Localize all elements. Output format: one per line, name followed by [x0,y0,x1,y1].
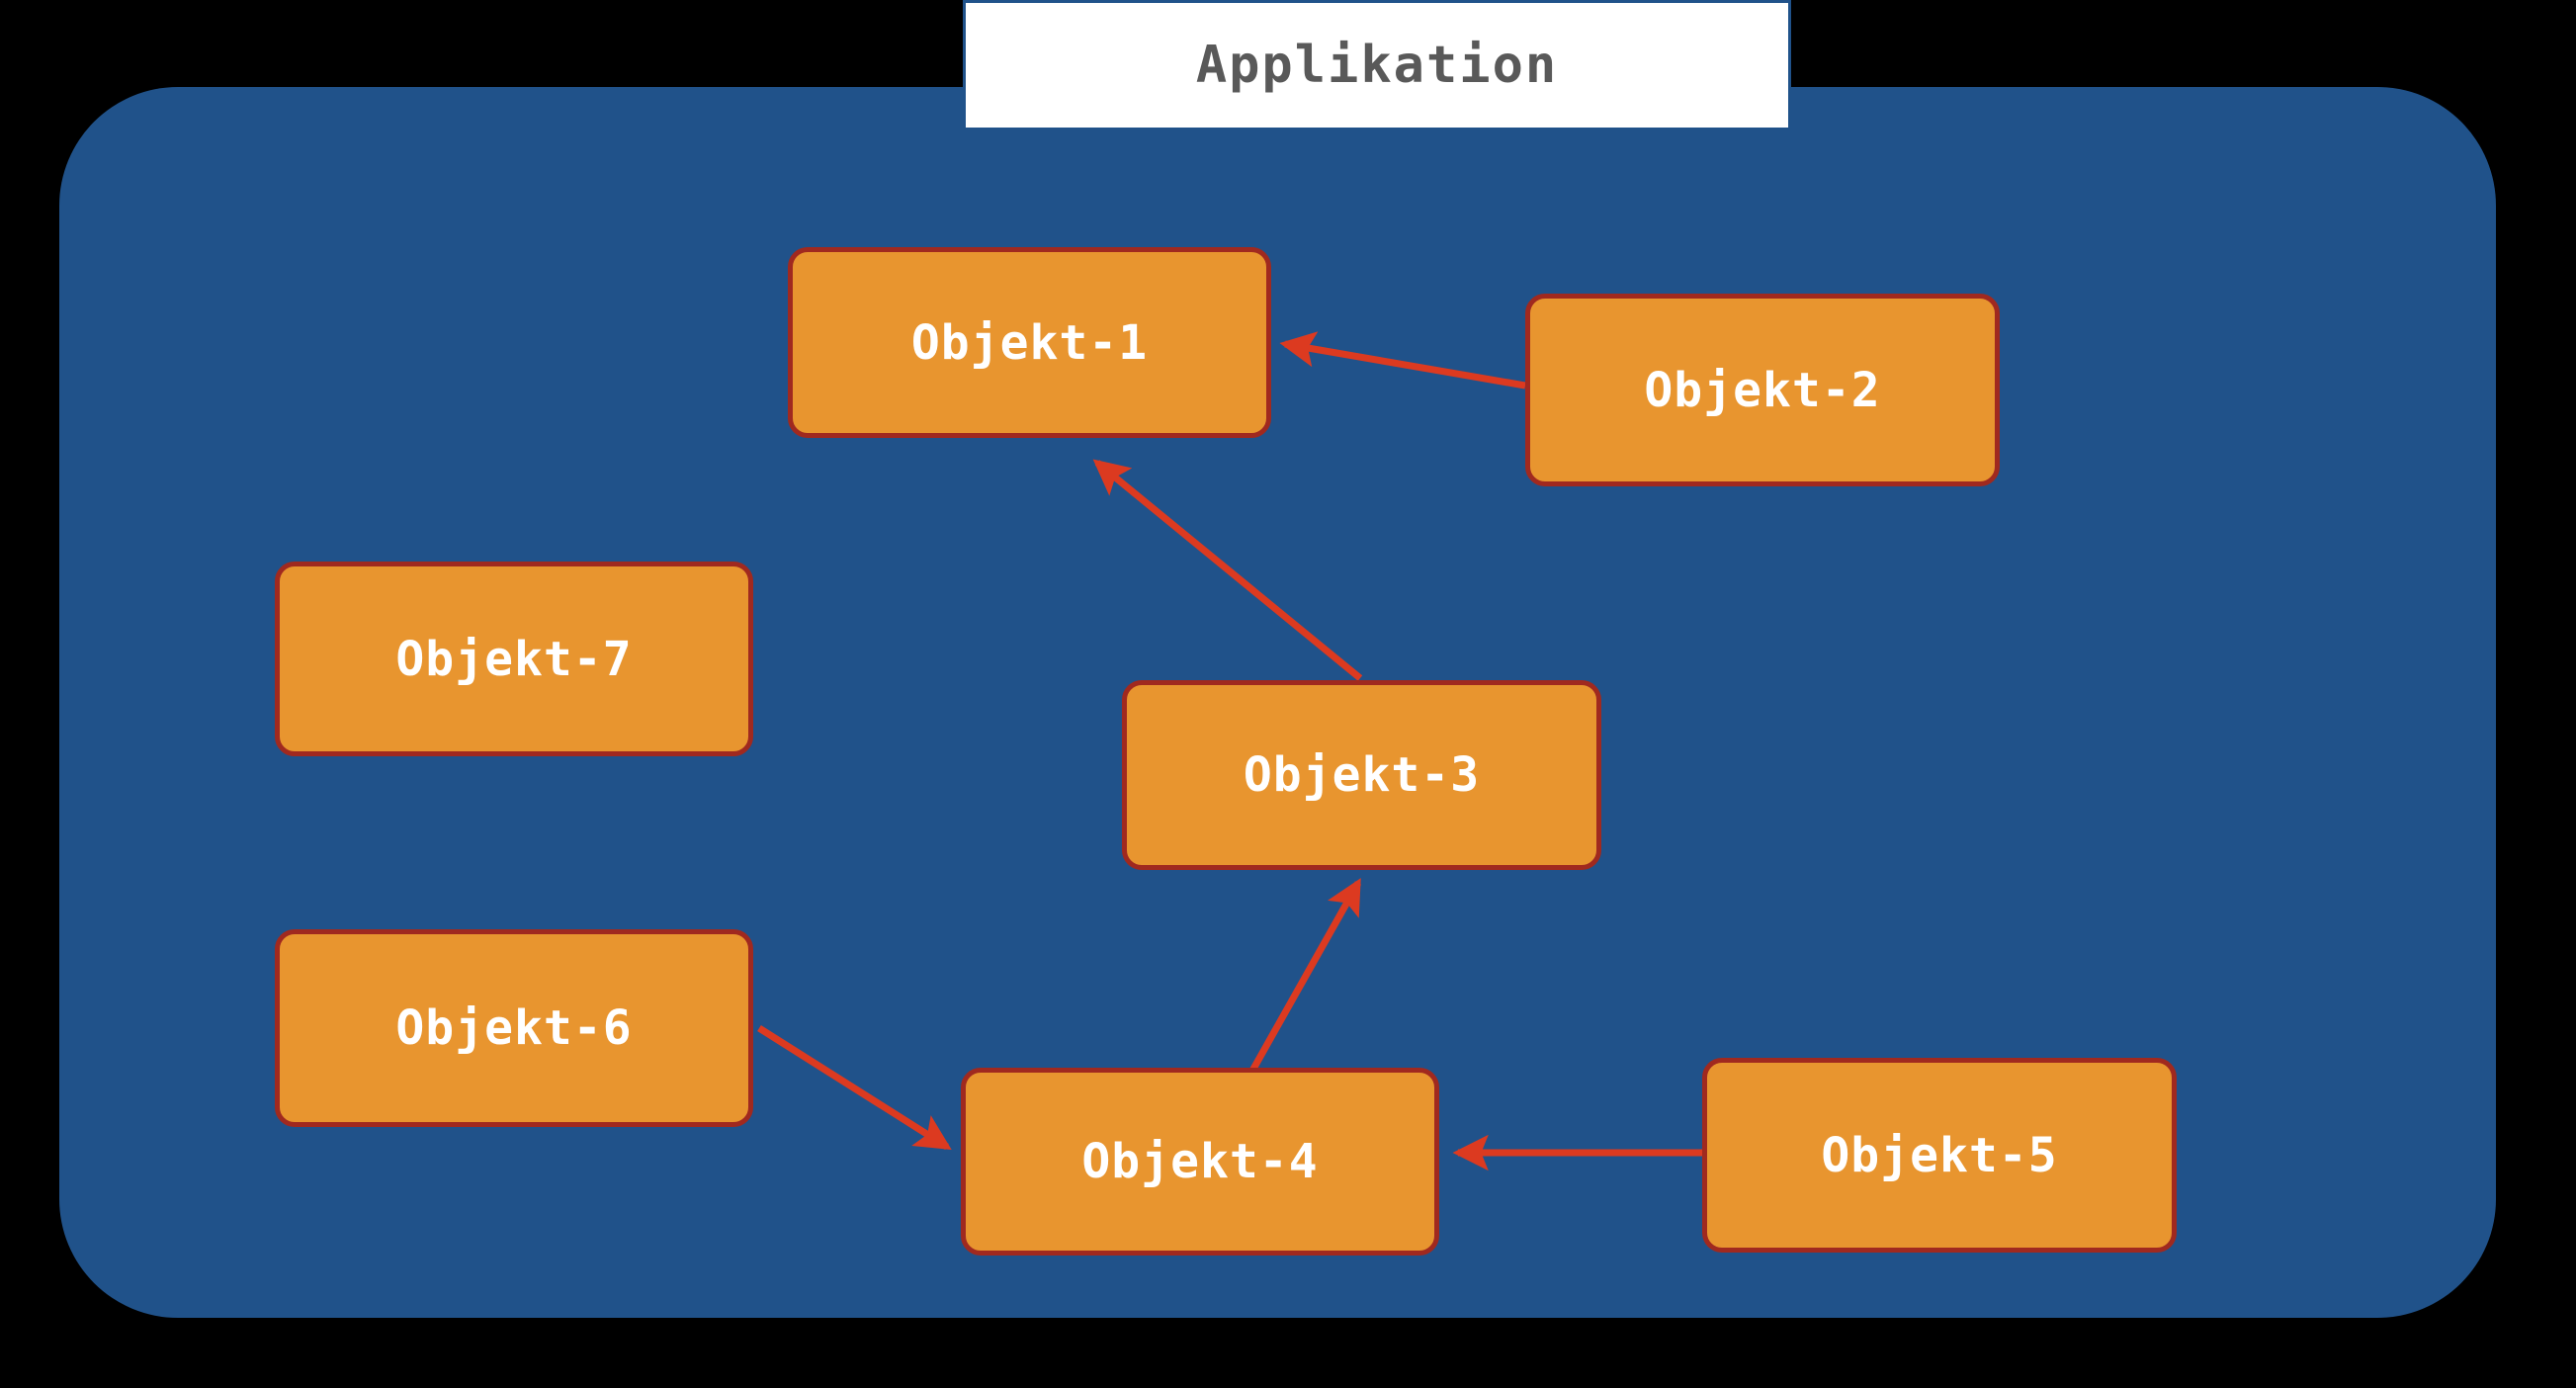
node-objekt-4-label: Objekt-4 [1081,1134,1319,1189]
node-objekt-3[interactable]: Objekt-3 [1122,680,1601,870]
application-title-text: Applikation [1195,36,1559,95]
application-title-box: Applikation [963,0,1791,130]
node-objekt-2-label: Objekt-2 [1644,362,1881,418]
node-objekt-5-label: Objekt-5 [1821,1127,2058,1183]
node-objekt-5[interactable]: Objekt-5 [1702,1058,2177,1253]
node-objekt-7-label: Objekt-7 [395,631,633,687]
node-objekt-1[interactable]: Objekt-1 [788,247,1271,438]
node-objekt-3-label: Objekt-3 [1243,747,1481,803]
node-objekt-4[interactable]: Objekt-4 [961,1068,1439,1256]
node-objekt-2[interactable]: Objekt-2 [1525,294,2000,486]
node-objekt-6[interactable]: Objekt-6 [275,929,753,1127]
node-objekt-6-label: Objekt-6 [395,1000,633,1056]
node-objekt-7[interactable]: Objekt-7 [275,562,753,756]
node-objekt-1-label: Objekt-1 [910,314,1149,371]
